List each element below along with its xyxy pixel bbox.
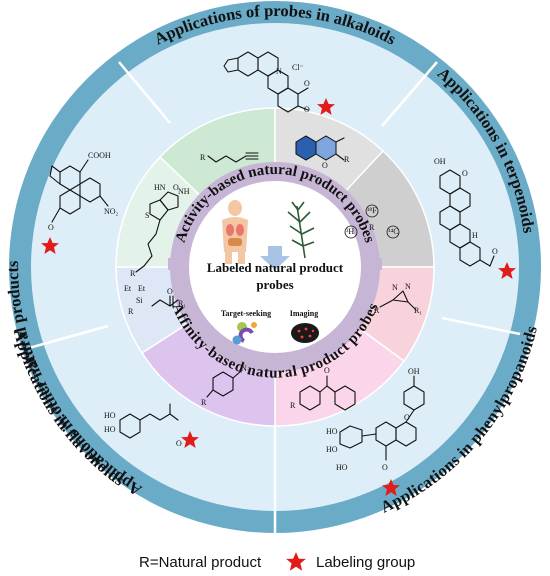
benzophenone-structure: O R [290,366,356,411]
biotin-nh-label: NH [178,187,190,196]
alkyne-structure: R [200,152,259,163]
target-proteins-figure [232,322,257,345]
azide-n3-label: N₃ [241,364,250,373]
diazirine-structure: N N R R₁ [374,282,422,315]
imaging-figure [291,323,319,343]
celastrol-oh-label: OH [434,157,446,166]
target-seeking-label: Target-seeking [221,309,271,318]
plant-figure [287,201,315,259]
isotope-r-label: R [369,223,375,232]
silyl-et2-label: Et [138,284,146,293]
biotin-r-label: R [130,269,136,278]
caffeic-structure: HO HO O [104,403,182,448]
berberine-o2-label: O [304,105,310,114]
diazirine-n2-label: N [405,282,411,291]
biotin-o-label: O [173,183,179,192]
berberine-n-label: N [276,67,282,76]
silyl-et1-label: Et [124,284,132,293]
celastrol-o2-label: O [492,247,498,256]
biotin-s-label: S [145,211,149,220]
berberine-o1-label: O [304,79,310,88]
silyl-o-label: O [167,287,173,296]
center-title-line2: probes [256,277,293,292]
azide-r-label: R [201,398,207,407]
flavonoid-o-label: O [404,413,410,422]
caffeic-ho1-label: HO [104,411,116,420]
flavonoid-structure: OH O HO HO HO O [326,367,425,472]
isotope-f18-label: ¹⁸F [367,206,377,215]
silyl-r-label: R [128,307,134,316]
coumarin-r-label: R [344,155,350,164]
azide-structure: N₃ R [201,364,250,407]
coumarin-structure: O R [295,135,350,170]
isotope-h3-label: ³H [346,227,354,236]
celastrol-o-label: O [462,169,468,178]
aristolochic-structure: COOH NO₂ O [48,151,119,232]
flavonoid-o2-label: O [382,463,388,472]
berberine-cl-label: Cl⁻ [292,63,304,72]
center-title-line1: Labeled natural product [207,260,344,275]
down-arrow [260,246,290,270]
legend-label-text: Labeling group [316,554,415,571]
aristolochic-no2-label: NO₂ [104,207,119,216]
human-organs-figure [222,200,248,264]
isotope-c14-label: ¹⁴C [388,227,399,236]
flavonoid-oh-label: OH [408,367,420,376]
benzophenone-r-label: R [290,401,296,410]
benzophenone-o-label: O [324,366,330,375]
isotope-structure: ¹⁸F ³H ¹⁴C R [344,204,400,239]
caffeic-o-label: O [176,439,182,448]
diazirine-r-label: R [374,306,380,315]
silyl-si-label: Si [136,296,143,305]
celastrol-h-label: H [472,231,478,240]
flavonoid-ho1-label: HO [326,427,338,436]
berberine-structure: N Cl⁻ O O [223,51,310,114]
outer-ring-dividers [28,61,521,533]
silyl-structure: Et Et Si O R R₁ [124,284,186,316]
legend-r-text: R=Natural product [139,554,262,571]
legend-star-icon [286,552,306,571]
silyl-r1-label: R₁ [178,299,186,308]
biotin-structure: HN NH O S R [130,183,190,278]
aristolochic-cooh-label: COOH [88,151,111,160]
celastrol-structure: OH O H O [434,157,498,267]
diazirine-r1-label: R₁ [414,306,422,315]
coumarin-o-label: O [322,161,328,170]
flavonoid-ho2-label: HO [326,445,338,454]
diazirine-n-label: N [392,283,398,292]
biotin-hn-label: HN [154,183,166,192]
imaging-label: Imaging [290,309,318,318]
alkyne-r-label: R [200,153,206,162]
flavonoid-ho3-label: HO [336,463,348,472]
aristolochic-o-label: O [48,223,54,232]
caffeic-ho2-label: HO [104,425,116,434]
